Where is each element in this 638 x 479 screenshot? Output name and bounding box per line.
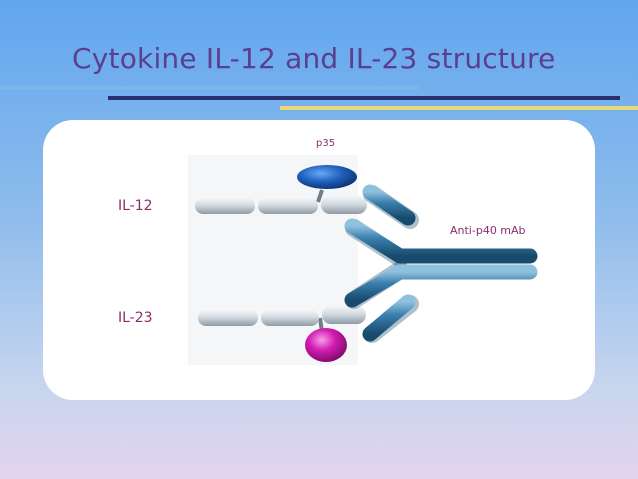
p19-subunit (305, 328, 347, 362)
il23-domain-2 (261, 310, 319, 326)
anti-p40-antibody (344, 184, 538, 343)
il23-label: IL-23 (118, 310, 153, 326)
il12-p35-linker (316, 189, 324, 203)
antibody-label: Anti-p40 mAb (450, 224, 526, 237)
il12-domain-2 (258, 198, 318, 214)
antibody-lower-heavy-chain (344, 264, 538, 308)
slide-title: Cytokine IL-12 and IL-23 structure (72, 42, 556, 75)
il12-domain-1 (195, 198, 255, 214)
il23-domain-1 (198, 310, 258, 326)
il12-domain-3 (321, 196, 367, 214)
antibody-upper-light-chain (362, 184, 416, 226)
title-underline-light (0, 86, 418, 90)
p35-subunit (297, 165, 357, 189)
title-underline-navy (108, 96, 620, 100)
title-underline-gold (280, 106, 638, 110)
p35-label: p35 (316, 138, 336, 149)
antibody-upper-heavy-chain (344, 218, 538, 264)
il23-domain-3 (322, 306, 366, 324)
il12-label: IL-12 (118, 198, 153, 214)
antibody-lower-light-chain (362, 294, 416, 342)
